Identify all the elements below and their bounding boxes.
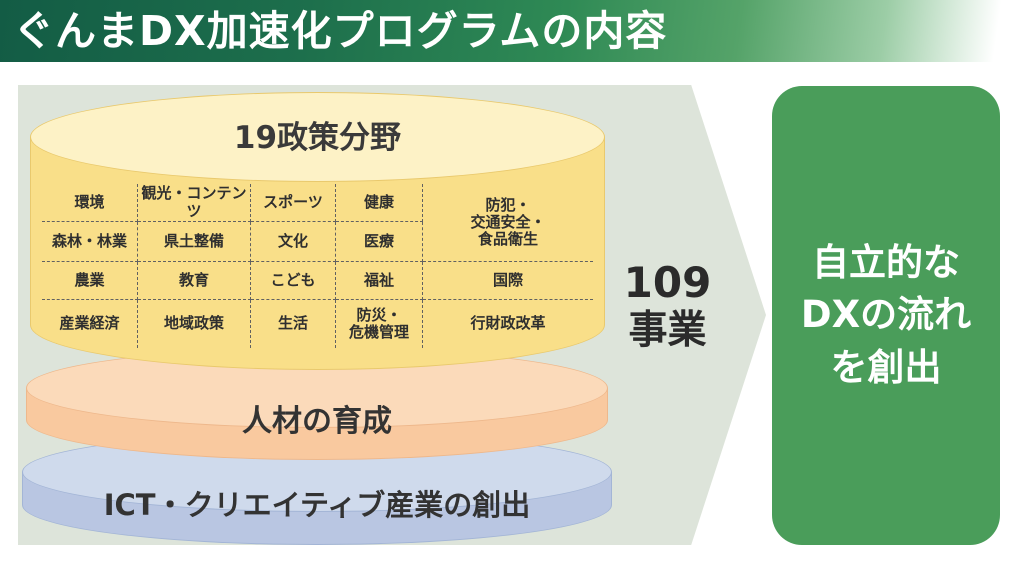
policy-disc-title: 19政策分野	[233, 120, 402, 156]
projects-number: 109	[623, 258, 712, 307]
disc-ict-label: ICT・クリエイティブ産業の創出	[103, 488, 531, 522]
policy-cell: 教育	[138, 262, 251, 300]
outcome-text: 自立的な DXの流れ を創出	[800, 240, 972, 389]
policy-cell: 地域政策	[138, 300, 251, 348]
policy-cell: 行財政改革	[470, 314, 546, 333]
disc-policy-fields: 19政策分野 環境 観光・コンテンツ スポーツ 健康 防犯・ 交通安全・ 食品衛…	[30, 92, 605, 370]
policy-cell: 防災・ 危機管理	[336, 300, 423, 348]
policy-cell: 福祉	[336, 262, 423, 300]
policy-cell: 観光・コンテンツ	[138, 184, 251, 222]
policy-cell: 森林・林業	[42, 222, 138, 262]
policy-cell: 県土整備	[138, 222, 251, 262]
projects-unit: 事業	[628, 308, 707, 354]
disc-hr-development: 人材の育成	[26, 348, 608, 460]
policy-cell: 文化	[251, 222, 336, 262]
page-title: ぐんまDX加速化プログラムの内容	[13, 6, 668, 55]
policy-grid: 環境 観光・コンテンツ スポーツ 健康 防犯・ 交通安全・ 食品衛生 森林・林業…	[42, 184, 593, 348]
policy-cell: こども	[251, 262, 336, 300]
policy-cell: 生活	[251, 300, 336, 348]
policy-cell: 医療	[336, 222, 423, 262]
policy-cell: 産業経済	[42, 300, 138, 348]
policy-cell: 環境	[42, 184, 138, 222]
policy-cell: 防犯・ 交通安全・ 食品衛生	[423, 184, 593, 262]
disc-ict-industry: ICT・クリエイティブ産業の創出	[22, 432, 612, 545]
outcome-box: 自立的な DXの流れ を創出	[772, 86, 1000, 545]
projects-count: 109 事業	[610, 258, 725, 355]
policy-cell: 農業	[42, 262, 138, 300]
title-bar: ぐんまDX加速化プログラムの内容	[0, 0, 1024, 62]
disc-top-ellipse	[30, 92, 605, 182]
policy-cell: 国際	[423, 262, 593, 300]
policy-cell: スポーツ	[251, 184, 336, 222]
policy-cell: 健康	[336, 184, 423, 222]
disc-hr-label: 人材の育成	[242, 404, 392, 439]
